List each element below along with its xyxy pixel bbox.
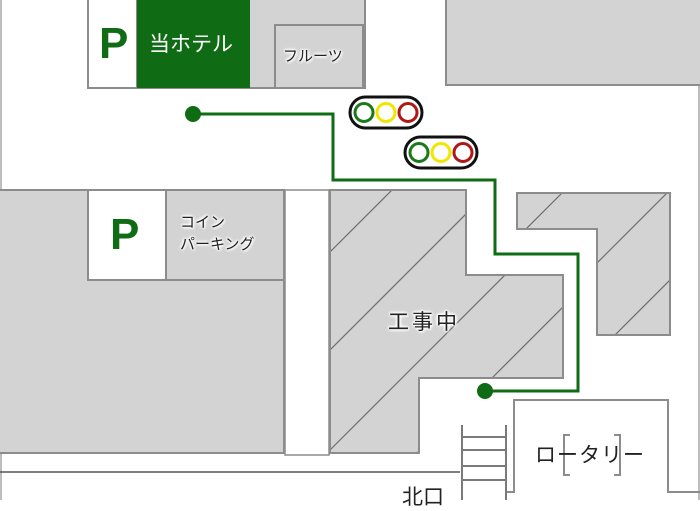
construction-site <box>329 189 564 454</box>
hotel-label[interactable]: 当ホテル <box>149 32 233 56</box>
rotary-outline <box>505 399 700 493</box>
hotel-parking-lot <box>87 0 138 89</box>
traffic-light-icon <box>348 95 424 130</box>
construction-label: 工事中 <box>388 310 460 334</box>
coin-parking-label-line2: パーキング <box>180 234 255 253</box>
stairs-icon <box>461 425 507 500</box>
road-strip <box>284 189 330 456</box>
walking-route <box>193 112 580 393</box>
rotary-bracket-left <box>563 434 570 476</box>
coin-parking[interactable] <box>165 189 285 281</box>
right-hatched-building <box>516 192 671 336</box>
north-exit-label: 北口 <box>402 485 444 509</box>
route-end-dot <box>477 383 493 399</box>
parking-sign-coin: P <box>110 210 140 259</box>
coin-parking-label-line1: コイン <box>180 213 226 231</box>
hotel-building[interactable] <box>137 0 250 88</box>
rotary-bracket-right <box>614 434 621 476</box>
rotary-label: ロータリー <box>535 443 645 467</box>
fruits-label: フルーツ <box>283 47 343 65</box>
parking-sign-top: P <box>99 19 129 68</box>
top-block <box>87 0 366 89</box>
coin-parking-label: コイン パーキング <box>180 212 255 256</box>
route-start-dot <box>185 106 201 122</box>
fruits-shop[interactable] <box>274 24 364 89</box>
top-right-building <box>445 0 700 86</box>
traffic-light-icon <box>403 135 479 170</box>
map-canvas <box>0 0 700 500</box>
left-block <box>0 189 285 454</box>
